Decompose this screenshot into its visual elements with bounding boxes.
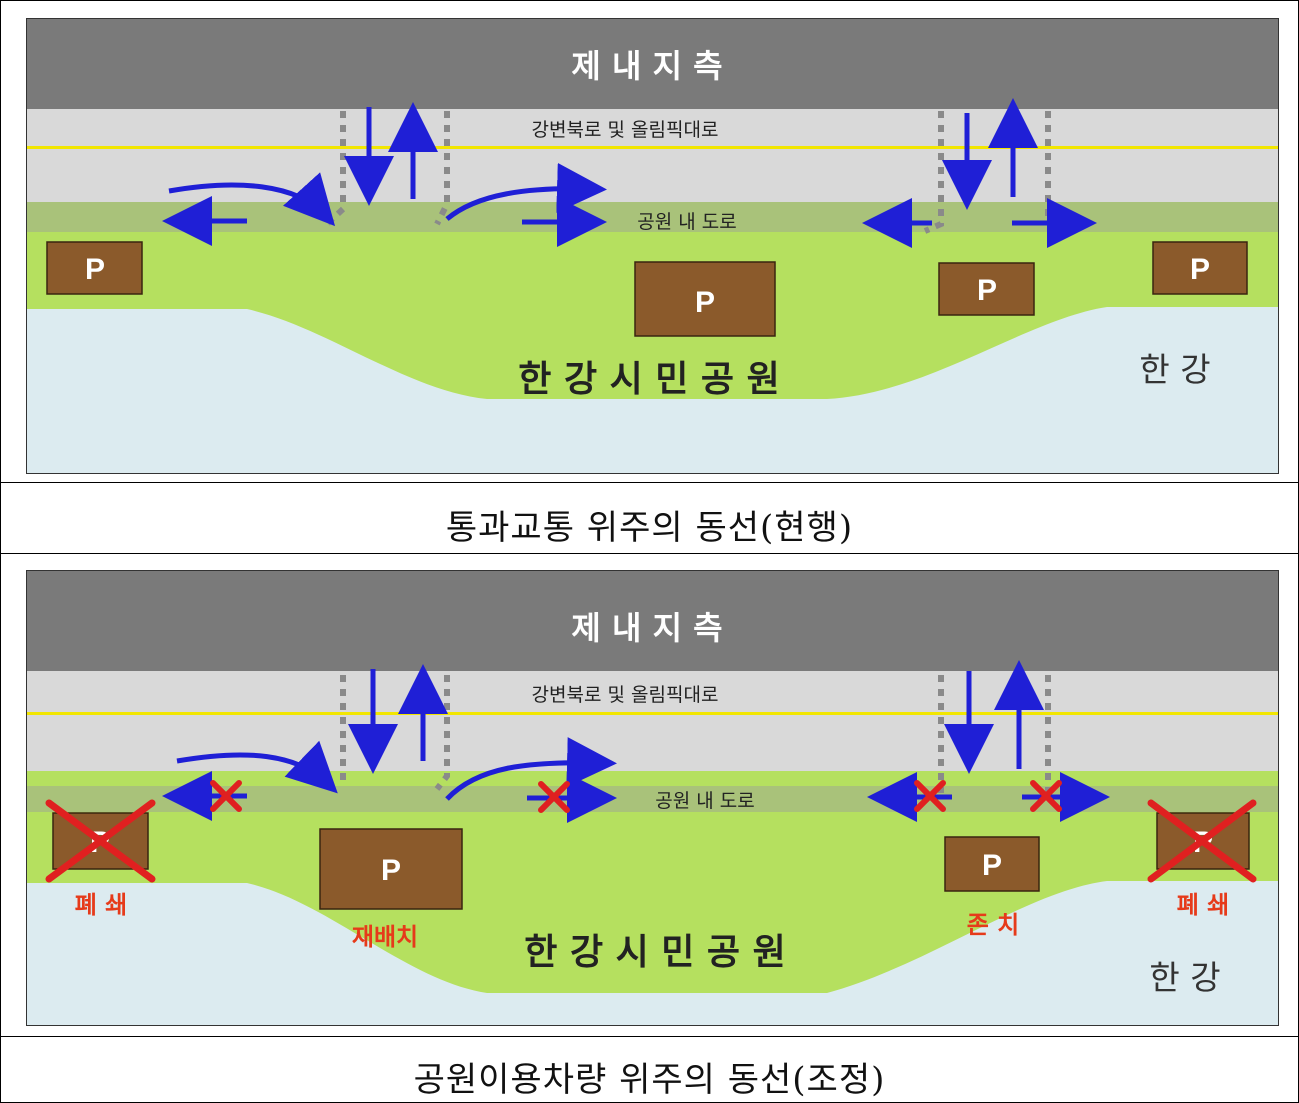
levee-label: 제 내 지 측 (571, 609, 722, 647)
parking-symbol: P (982, 849, 1002, 882)
status-closed-left: 폐 쇄 (75, 891, 128, 919)
expressway-label: 강변북로 및 올림픽대로 (532, 119, 719, 141)
park-label: 한 강 시 민 공 원 (518, 359, 779, 400)
park-road-label: 공원 내 도로 (637, 211, 736, 233)
traffic-arrows (162, 660, 1110, 823)
levee-label: 제 내 지 측 (571, 47, 722, 85)
parking-lot-4 (1152, 241, 1248, 295)
parking-symbol: P (977, 274, 997, 307)
status-relocated: 재배치 (352, 923, 418, 951)
parking-lot-3 (938, 262, 1035, 316)
status-closed-right: 폐 쇄 (1177, 891, 1230, 919)
divider (0, 553, 1299, 554)
parking-lots (46, 241, 1248, 337)
caption-adjusted: 공원이용차량 위주의 동선(조정) (413, 1060, 886, 1100)
parking-closure-marks (45, 799, 1257, 883)
parking-symbol: P (85, 253, 105, 286)
parking-lot-1 (46, 241, 143, 295)
parking-symbol: P (381, 854, 401, 887)
divider (0, 482, 1299, 483)
divider (0, 1036, 1299, 1037)
adjusted-flow-diagram: P P P P 제 내 지 측 강변북로 및 올림픽대로 공원 내 도로 한 강… (27, 571, 1278, 1025)
road-closure-marks (210, 780, 1062, 813)
river-label: 한 강 (1139, 350, 1210, 389)
status-kept: 존 치 (967, 911, 1020, 939)
parking-lot-relocated (319, 828, 463, 910)
park-label: 한 강 시 민 공 원 (524, 932, 785, 973)
parking-lot-2 (634, 261, 776, 337)
traffic-arrows (162, 98, 1097, 248)
river-label: 한 강 (1149, 958, 1220, 997)
road-center-line (27, 146, 1278, 149)
parking-lot-kept (944, 836, 1040, 892)
caption-current: 통과교통 위주의 동선(현행) (445, 508, 854, 548)
levee-area (27, 19, 1278, 109)
current-flow-diagram: P P P P 제 내 지 측 강변북로 및 올림픽대로 공원 내 도로 한 강… (27, 19, 1278, 473)
expressway-label: 강변북로 및 올림픽대로 (532, 684, 719, 706)
diagram-panel-adjusted: P P P P 제 내 지 측 강변북로 및 올림픽대로 공원 내 도로 한 강… (26, 570, 1279, 1026)
parking-symbol: P (695, 286, 715, 319)
parking-symbol: P (1190, 253, 1210, 286)
levee-area (27, 571, 1278, 671)
park-area (27, 771, 1278, 993)
road-center-line (27, 712, 1278, 715)
park-road-label: 공원 내 도로 (655, 790, 754, 812)
diagram-panel-current: P P P P 제 내 지 측 강변북로 및 올림픽대로 공원 내 도로 한 강… (26, 18, 1279, 474)
